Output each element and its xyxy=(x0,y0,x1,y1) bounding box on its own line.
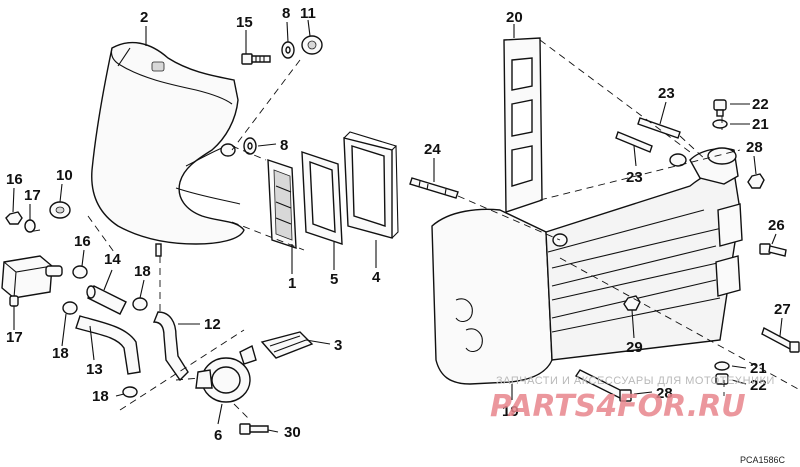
washer-part-17 xyxy=(24,219,36,233)
washer-part-21-top xyxy=(712,119,728,129)
nut-part-16 xyxy=(5,211,23,225)
callout-17: 17 xyxy=(24,187,41,204)
screen-part-1 xyxy=(267,159,297,249)
callout-18-a: 16 xyxy=(74,233,91,250)
bolt-part-12 xyxy=(241,53,271,65)
clamp-part-18-a xyxy=(72,265,88,279)
callout-26: 27 xyxy=(774,301,791,318)
watermark-logo: PARTS4FOR.RU xyxy=(490,389,746,424)
callout-21-bottom: 21 xyxy=(750,360,767,377)
bolt-part-30 xyxy=(239,423,269,435)
reference-code: PCA1586C xyxy=(740,455,786,465)
callout-15: 17 xyxy=(6,329,23,346)
watermark-tagline: ЗАПЧАСТИ И АКСЕССУАРЫ ДЛЯ МОТОТЕХНИКИ xyxy=(496,375,775,387)
bolt-part-22-bottom xyxy=(715,373,729,385)
callout-27: 28 xyxy=(656,385,673,402)
gasket-part-5 xyxy=(301,151,343,245)
stud-part-23-b xyxy=(615,131,653,153)
stud-part-24 xyxy=(409,177,459,199)
callout-3: 3 xyxy=(334,337,342,354)
callout-25: 26 xyxy=(768,217,785,234)
housing-drain-tube xyxy=(155,243,162,257)
bolt-part-26 xyxy=(761,326,800,353)
stud-part-23-a xyxy=(637,117,681,139)
hose-part-14 xyxy=(86,285,127,315)
callout-29: 29 xyxy=(626,339,643,356)
clamp-part-18-c xyxy=(62,301,78,315)
callout-5: 5 xyxy=(330,271,338,288)
thermostat-housing-part-6 xyxy=(195,344,257,403)
callout-4: 4 xyxy=(372,269,381,286)
callout-30: 30 xyxy=(284,424,301,441)
washer-part-8-side xyxy=(243,137,257,155)
callout-labels: 2 15 8 11 8 1 5 4 3 6 30 12 13 18 18 17 … xyxy=(6,5,791,444)
washer-part-8-top xyxy=(281,41,295,59)
alignment-lines xyxy=(27,39,800,421)
leader-lines xyxy=(12,19,783,433)
gasket-part-20 xyxy=(503,37,543,213)
callout-2: 2 xyxy=(140,9,148,26)
callout-12: 15 xyxy=(236,14,253,31)
watermark: ЗАПЧАСТИ И АКСЕССУАРЫ ДЛЯ МОТОТЕХНИКИ PA… xyxy=(490,375,775,424)
bolt-part-27 xyxy=(574,369,632,402)
grommet-part-10 xyxy=(301,35,323,55)
callout-6: 6 xyxy=(214,427,222,444)
callout-14: 14 xyxy=(104,251,121,268)
callout-23-a: 23 xyxy=(658,85,675,102)
callout-18-c: 18 xyxy=(52,345,69,362)
callout-23-b: 23 xyxy=(626,169,643,186)
callout-16: 16 xyxy=(6,171,23,188)
exhaust-manifold-part-19 xyxy=(431,147,743,385)
nut-part-28 xyxy=(747,173,765,189)
clamp-part-18-b xyxy=(132,297,148,311)
callout-24: 24 xyxy=(424,141,441,158)
callout-22-bottom: 22 xyxy=(750,377,767,394)
bolt-part-25 xyxy=(759,243,787,257)
housing-boss xyxy=(220,143,236,157)
callout-11: 12 xyxy=(204,316,221,333)
callout-22-top: 22 xyxy=(752,96,769,113)
bolt-part-22-top xyxy=(713,99,727,117)
clamp-part-18-d xyxy=(122,386,138,398)
callout-13: 13 xyxy=(86,361,103,378)
callout-8-top: 8 xyxy=(282,5,290,22)
fitting-part-3 xyxy=(260,331,314,359)
washer-part-21-bottom xyxy=(714,361,730,371)
callout-18-b: 18 xyxy=(134,263,151,280)
callout-10: 11 xyxy=(300,5,316,22)
exhaust-cover-part-2 xyxy=(91,41,245,257)
callout-1: 1 xyxy=(288,275,296,292)
callout-19: 19 xyxy=(502,403,519,420)
callout-8-side: 8 xyxy=(280,137,288,154)
callout-20: 20 xyxy=(506,9,523,26)
valve-part-15 xyxy=(1,255,63,307)
adapter-part-4 xyxy=(343,131,399,239)
callout-21-top: 21 xyxy=(752,116,769,133)
callout-18-d: 18 xyxy=(92,388,109,405)
grommet-part-9 xyxy=(49,201,71,219)
callout-9: 10 xyxy=(56,167,73,184)
housing-tab xyxy=(151,61,165,72)
hose-part-13 xyxy=(75,315,141,375)
callout-28: 28 xyxy=(746,139,763,156)
